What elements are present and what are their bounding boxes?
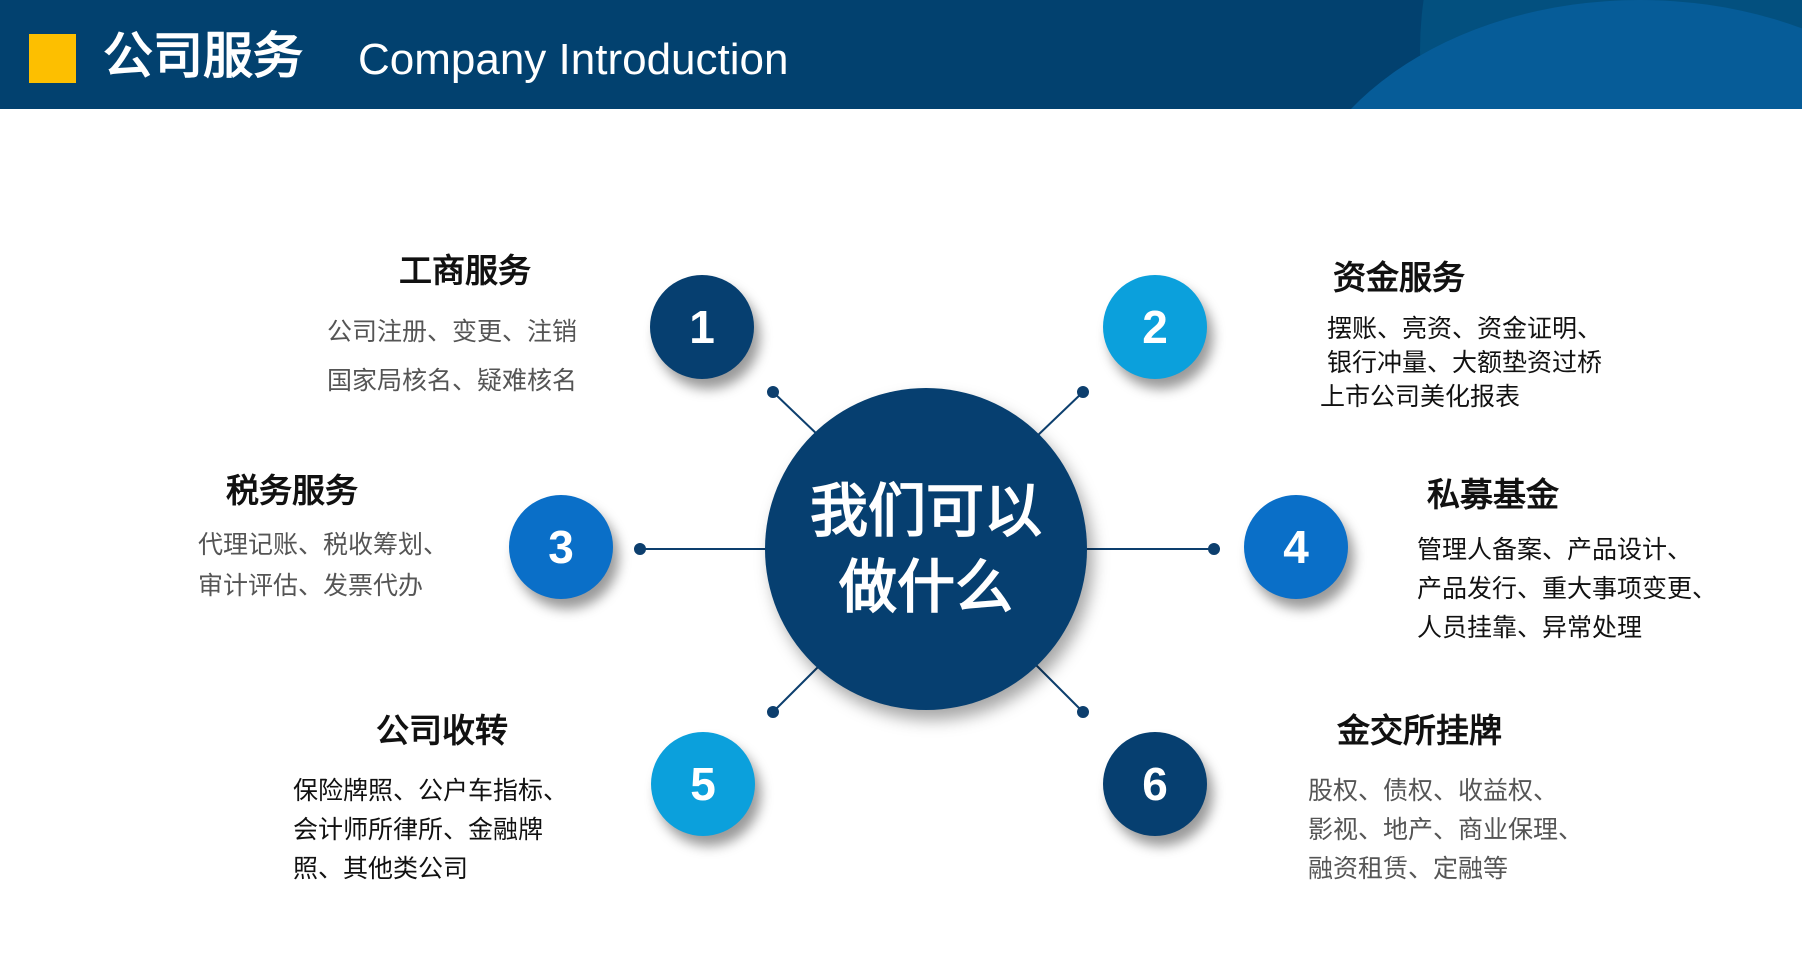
desc-line: 代理记账、税收筹划、 [198, 530, 449, 559]
desc-line: 国家局核名、疑难核名 [326, 366, 577, 395]
number-badge-6: 6 [1103, 732, 1207, 836]
number-badge-3: 3 [509, 495, 613, 599]
number-badge-5: 5 [651, 732, 755, 836]
service-title-4: 私募基金 [1427, 475, 1559, 514]
number-badge-2: 2 [1103, 275, 1207, 379]
service-title-6: 金交所挂牌 [1337, 711, 1502, 750]
service-title-1: 工商服务 [399, 251, 531, 290]
desc-line: 影视、地产、商业保理、 [1308, 815, 1584, 844]
desc-line: 保险牌照、公户车指标、 [293, 776, 569, 805]
desc-line: 上市公司美化报表 [1320, 382, 1521, 411]
desc-line: 融资租赁、定融等 [1308, 854, 1509, 883]
center-circle: 我们可以 做什么 [765, 388, 1087, 710]
service-desc-6: 股权、债权、收益权、 影视、地产、商业保理、 融资租赁、定融等 [1308, 771, 1583, 888]
accent-square [29, 34, 76, 83]
desc-line: 照、其他类公司 [293, 854, 469, 883]
header-bar: 公司服务 Company Introduction [0, 0, 1802, 109]
service-desc-4: 管理人备案、产品设计、 产品发行、重大事项变更、 人员挂靠、异常处理 [1417, 530, 1717, 647]
desc-line: 会计师所律所、金融牌 [293, 815, 544, 844]
page-subtitle: Company Introduction [358, 35, 789, 84]
service-title-5: 公司收转 [376, 711, 508, 750]
number-badge-4: 4 [1244, 495, 1348, 599]
center-line-2: 做什么 [838, 553, 1013, 621]
desc-line: 人员挂靠、异常处理 [1417, 613, 1643, 642]
page-title: 公司服务 [103, 27, 303, 85]
service-desc-2: 摆账、亮资、资金证明、 银行冲量、大额垫资过桥 上市公司美化报表 [1320, 312, 1603, 414]
service-title-3: 税务服务 [226, 471, 358, 510]
service-desc-3: 代理记账、税收筹划、 审计评估、发票代办 [198, 524, 448, 606]
service-desc-1: 公司注册、变更、注销 国家局核名、疑难核名 [327, 307, 577, 405]
desc-line: 公司注册、变更、注销 [326, 317, 577, 346]
desc-line: 审计评估、发票代办 [198, 571, 424, 600]
center-line-1: 我们可以 [809, 477, 1042, 545]
service-title-2: 资金服务 [1333, 258, 1465, 297]
desc-line: 管理人备案、产品设计、 [1417, 535, 1693, 564]
desc-line: 摆账、亮资、资金证明、 [1327, 314, 1603, 343]
desc-line: 产品发行、重大事项变更、 [1417, 574, 1718, 603]
desc-line: 股权、债权、收益权、 [1308, 776, 1559, 805]
number-badge-1: 1 [650, 275, 754, 379]
desc-line: 银行冲量、大额垫资过桥 [1327, 348, 1603, 377]
service-desc-5: 保险牌照、公户车指标、 会计师所律所、金融牌 照、其他类公司 [293, 771, 568, 888]
